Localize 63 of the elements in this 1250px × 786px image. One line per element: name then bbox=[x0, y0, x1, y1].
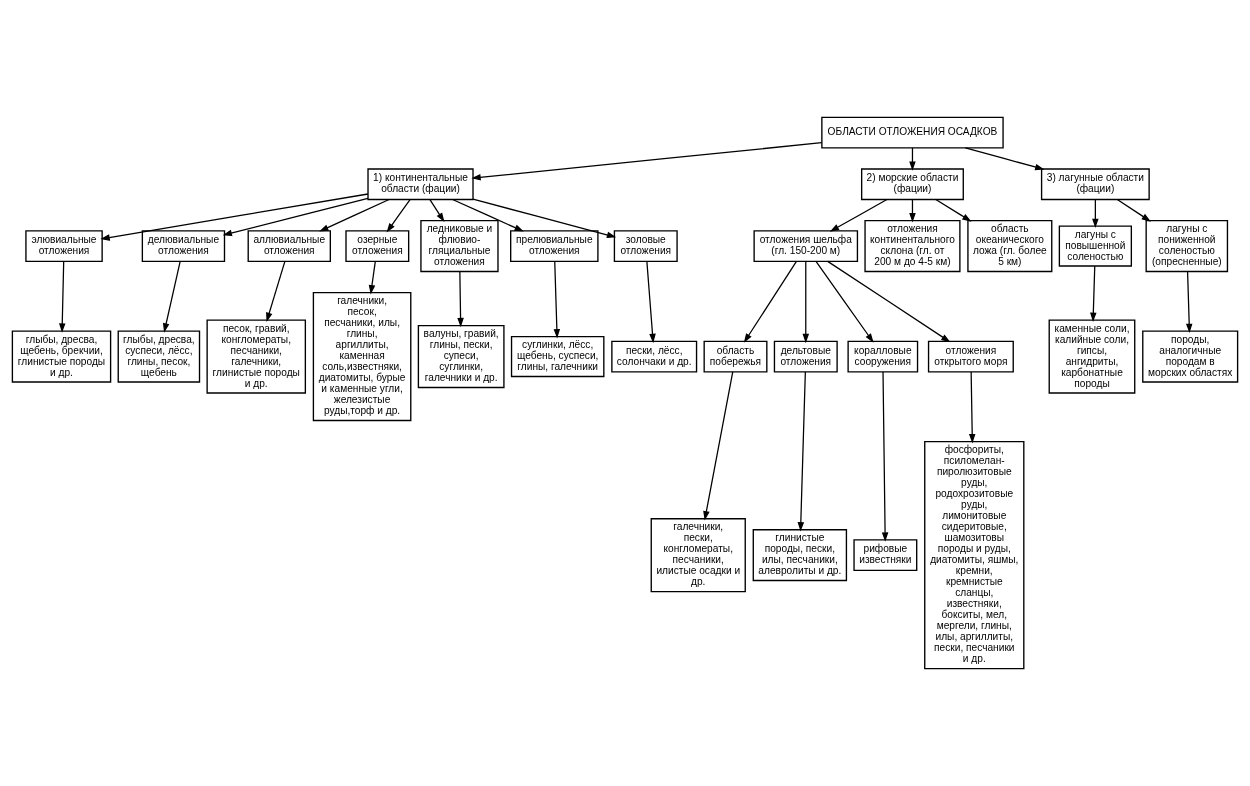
node-box: область побережья bbox=[703, 340, 768, 373]
node-box: элювиальные отложения bbox=[25, 230, 103, 262]
arrow bbox=[881, 371, 889, 542]
arrow bbox=[743, 260, 798, 343]
arrow bbox=[368, 260, 376, 295]
node-box: ледниковые и флювио-гляциальные отложения bbox=[420, 220, 499, 273]
node-box: область океанического ложа (гл. более 5 км) bbox=[967, 220, 1053, 273]
arrow bbox=[451, 198, 524, 232]
node-box: глыбы, дресва, щебень, брекчии, глинистые породы и др. bbox=[11, 330, 112, 383]
node-box: песок, гравий, конгломераты, песчаники, галечники, глинистые породы и др. bbox=[206, 319, 307, 394]
arrow bbox=[471, 142, 823, 181]
node-box: фосфориты, псиломелан-пиролюзитовые руды, родохрозитовые руды, лимонитовые сидеритовые, шамозитовы породы и руды, диатомиты, яшмы, кремни, кремнистые сланцы, известняки, бокситы, мел, мергели, глины, илы, аргиллиты, пески, песчаники и др. bbox=[924, 441, 1025, 670]
arrow bbox=[100, 193, 369, 241]
node-box: озерные отложения bbox=[345, 230, 410, 262]
arrow bbox=[553, 260, 561, 339]
node-box: валуны, гравий, глины, пески, супеси, суглинки, галечники и др. bbox=[417, 325, 505, 389]
arrow bbox=[319, 198, 390, 232]
arrow bbox=[968, 371, 976, 444]
arrow bbox=[1092, 199, 1099, 228]
node-box: рифовые известняки bbox=[853, 539, 918, 572]
node-box: лагуны с повышенной соленостью bbox=[1058, 225, 1133, 267]
node-box: галечники, песок, песчаники, илы, глины, аргиллиты, каменная соль,известняки, диатомиты, бурые и каменные угли, железистые руды,торф и др. bbox=[312, 292, 412, 422]
node-box: суглинки, лёсс, щебень, суспеси, глины, галечники bbox=[510, 336, 605, 378]
node-box: пески, лёсс, солончаки и др. bbox=[611, 340, 698, 373]
arrow bbox=[646, 260, 656, 344]
arrow bbox=[964, 147, 1045, 171]
arrow bbox=[935, 198, 972, 222]
node-box: породы, аналогичные породам в морских областях bbox=[1142, 330, 1239, 383]
node-box: дельтовые отложения bbox=[773, 340, 838, 373]
arrow bbox=[703, 371, 734, 521]
arrow bbox=[1090, 265, 1097, 322]
node-box: галечники, пески, конгломераты, песчаники, илистые осадки и др. bbox=[650, 518, 746, 593]
arrow bbox=[162, 260, 181, 333]
node-box: ОБЛАСТИ ОТЛОЖЕНИЯ ОСАДКОВ bbox=[821, 116, 1004, 149]
arrow bbox=[386, 199, 411, 233]
arrow bbox=[1116, 198, 1151, 222]
node-box: отложения шельфа (гл. 150-200 м) bbox=[753, 230, 859, 262]
node-box: прелювиальные отложения bbox=[510, 230, 599, 262]
arrow bbox=[827, 260, 951, 343]
node-box: аллювиальные отложения bbox=[247, 230, 331, 262]
arrow bbox=[457, 271, 464, 328]
arrow bbox=[815, 260, 874, 343]
node-box: 2) морские области (фации) bbox=[861, 168, 964, 201]
arrow bbox=[59, 260, 66, 333]
node-box: 3) лагунные области (фации) bbox=[1040, 168, 1150, 201]
arrow bbox=[797, 371, 806, 532]
node-box: золовые отложения bbox=[613, 230, 678, 262]
arrow bbox=[429, 199, 445, 223]
arrow bbox=[222, 197, 369, 237]
arrow bbox=[802, 260, 810, 344]
node-box: делювиальные отложения bbox=[141, 230, 226, 262]
node-box: каменные соли, калийные соли, гипсы, ангидриты, карбонатные породы bbox=[1048, 319, 1136, 394]
node-box: глыбы, дресва, суспеси, лёсс, глины, песок, щебень bbox=[117, 330, 201, 383]
node-box: 1) континентальные области (фации) bbox=[367, 168, 474, 201]
arrow bbox=[1185, 271, 1193, 334]
node-box: лагуны с пониженной соленостью (опресненные) bbox=[1145, 220, 1229, 273]
node-box: отложения открытого моря bbox=[927, 340, 1014, 373]
node-box: отложения континентального склона (гл. от 200 м до 4-5 км) bbox=[864, 220, 961, 273]
node-box: глинистые породы, пески, илы, песчаники, алевролиты и др. bbox=[752, 529, 848, 582]
arrow bbox=[266, 260, 286, 322]
node-box: коралловые сооружения bbox=[847, 340, 919, 373]
arrow bbox=[472, 198, 617, 239]
arrow bbox=[829, 198, 888, 232]
